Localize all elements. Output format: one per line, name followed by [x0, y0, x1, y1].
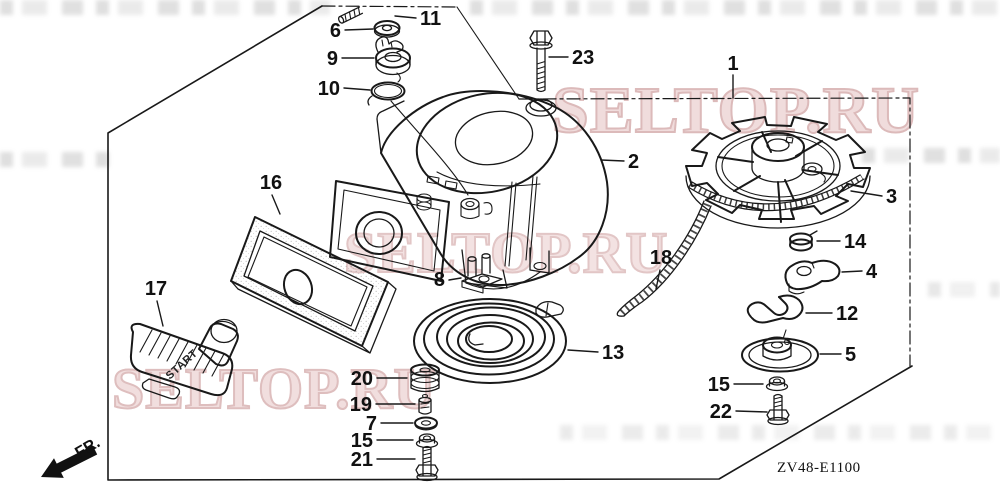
- part-22-bolt: [766, 393, 790, 426]
- part-3-reel-assembly: [685, 116, 871, 229]
- part-8-pin-bracket: [461, 253, 503, 294]
- callout-20: 20: [351, 368, 408, 390]
- callout-label: 5: [845, 344, 856, 366]
- callout-label: 18: [650, 247, 672, 269]
- callout-label: 13: [602, 342, 624, 364]
- scan-noise: [862, 148, 1000, 163]
- part-10-friction-ring: [367, 72, 469, 196]
- callout-16: 16: [260, 172, 282, 215]
- part-16-cover-plate: [230, 216, 397, 354]
- callout-21: 21: [351, 449, 416, 471]
- callout-label: 19: [350, 394, 372, 416]
- callout-15-right: 15: [708, 374, 764, 396]
- part-20-roller: [410, 363, 440, 393]
- part-11-roll-pin: [337, 6, 364, 24]
- callout-label: 8: [434, 269, 445, 291]
- callout-23: 23: [548, 47, 594, 69]
- callout-label: 4: [866, 261, 878, 283]
- part-14-return-spring: [789, 230, 818, 252]
- part-21-bolt: [415, 445, 439, 482]
- callout-label: 17: [145, 278, 167, 300]
- callout-4: 4: [841, 261, 878, 283]
- callout-3: 3: [850, 186, 897, 208]
- callout-18: 18: [650, 247, 672, 290]
- callout-label: 16: [260, 172, 282, 194]
- scan-noise: [0, 0, 330, 15]
- scan-noise: [0, 152, 110, 167]
- callout-1: 1: [727, 53, 739, 99]
- callout-13: 13: [567, 342, 624, 364]
- frame-border: [107, 5, 913, 481]
- callout-label: 11: [420, 8, 441, 30]
- callout-label: 21: [351, 449, 373, 471]
- callout-label: 2: [628, 151, 639, 173]
- callout-label: 1: [727, 53, 738, 75]
- callout-5: 5: [819, 344, 856, 366]
- front-direction-marker: FR.: [41, 434, 103, 478]
- callout-label: 20: [351, 368, 373, 390]
- callout-15-bottom: 15: [351, 430, 414, 452]
- scan-noise: [560, 425, 1000, 440]
- part-2-starter-case: [329, 90, 609, 290]
- callout-9: 9: [327, 48, 375, 70]
- callouts: 1 2 3 4 5 6 7: [145, 8, 897, 471]
- callout-10: 10: [318, 78, 371, 100]
- watermark: SELTOP.RU: [111, 356, 437, 421]
- scan-noise: [928, 282, 1000, 297]
- callout-label: 22: [710, 401, 732, 423]
- part-15-nut-bottom: [415, 433, 439, 449]
- part-9-starter-pulley: [375, 36, 411, 76]
- callout-label: 3: [886, 186, 897, 208]
- callout-19: 19: [350, 394, 416, 416]
- callout-label: 15: [351, 430, 373, 452]
- callout-label: 15: [708, 374, 730, 396]
- scan-noise: [470, 0, 1000, 15]
- callout-label: 14: [844, 231, 867, 253]
- front-arrow-icon: [41, 445, 98, 478]
- part-12-friction-spring: [746, 294, 804, 340]
- callout-label: 6: [330, 20, 341, 42]
- part-23-bolt: [529, 30, 553, 93]
- callout-11: 11: [394, 8, 441, 30]
- callout-label: 7: [366, 413, 377, 435]
- part-6-washer: [373, 20, 401, 38]
- part-19-bushing: [418, 393, 432, 415]
- callout-8: 8: [434, 269, 462, 291]
- callout-22: 22: [710, 401, 768, 423]
- callout-17: 17: [145, 278, 167, 327]
- callout-label: 9: [327, 48, 338, 70]
- callout-2: 2: [600, 151, 639, 173]
- part-17-starter-grip: START: [129, 318, 239, 400]
- part-7-washer: [414, 416, 438, 431]
- callout-7: 7: [366, 413, 414, 435]
- diagram-code: ZV48-E1100: [777, 460, 861, 476]
- callout-label: 12: [836, 303, 858, 325]
- callout-12: 12: [805, 303, 858, 325]
- callout-label: 10: [318, 78, 340, 100]
- callout-6: 6: [330, 20, 374, 42]
- part-15-nut-right: [765, 376, 789, 392]
- part-5-friction-plate: [741, 336, 819, 373]
- callout-label: 23: [572, 47, 594, 69]
- part-18-rope: [616, 200, 712, 317]
- callout-14: 14: [816, 231, 867, 253]
- part-13-spiral-spring: [413, 298, 567, 384]
- part-4-ratchet: [784, 259, 841, 295]
- assembly-boundary: [321, 5, 911, 367]
